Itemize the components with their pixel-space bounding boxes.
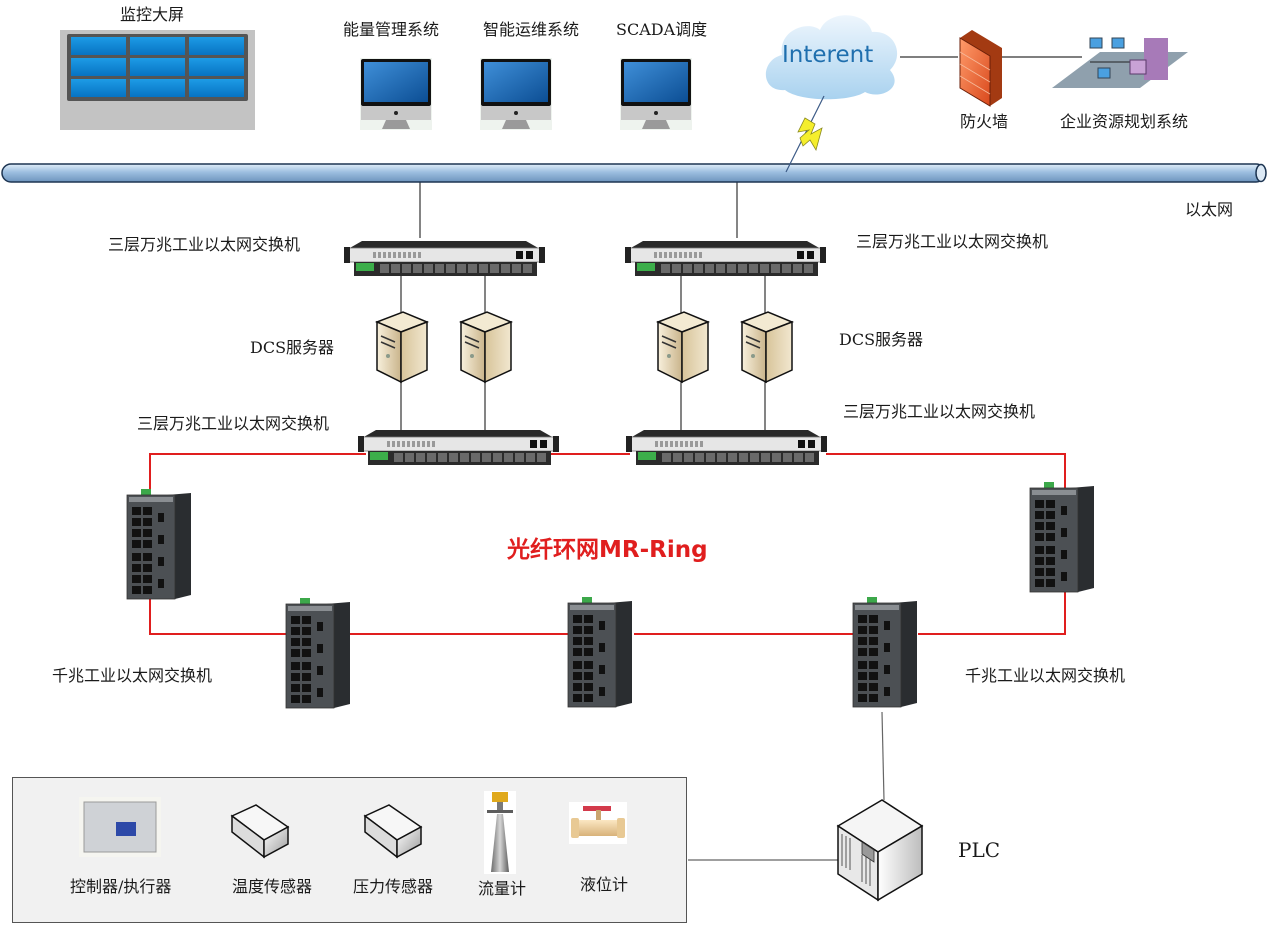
field-device-label-controller: 控制器/执行器 bbox=[70, 877, 172, 896]
monitor-icon bbox=[360, 58, 432, 130]
core-switch-icon bbox=[358, 430, 559, 465]
backbone-label: 以太网 bbox=[1185, 200, 1234, 219]
core-switch-icon bbox=[626, 430, 827, 465]
plc-label: PLC bbox=[958, 838, 1001, 862]
cloud-icon bbox=[765, 15, 898, 100]
ethernet-backbone bbox=[1, 163, 1267, 183]
core-switch-label-upper-left: 三层万兆工业以太网交换机 bbox=[108, 235, 301, 254]
wireless-link-icon bbox=[785, 95, 825, 173]
video-wall-icon bbox=[60, 30, 255, 130]
plc-icon bbox=[836, 799, 924, 902]
enterprise-network-icon bbox=[1052, 37, 1188, 88]
core-switch-label-lower-right: 三层万兆工业以太网交换机 bbox=[843, 402, 1036, 421]
dcs-server-icon bbox=[374, 311, 430, 384]
ring-title: 光纤环网MR-Ring bbox=[507, 537, 708, 563]
dcs-server-icon bbox=[655, 311, 711, 384]
cloud-label: Interent bbox=[782, 42, 874, 68]
workstation-label-ops: 智能运维系统 bbox=[483, 20, 580, 39]
core-switch-label-lower-left: 三层万兆工业以太网交换机 bbox=[137, 414, 330, 433]
access-switch-icon bbox=[126, 489, 191, 600]
monitor-icon bbox=[620, 58, 692, 130]
core-switch-icon bbox=[344, 241, 545, 276]
dcs-server-label-left: DCS服务器 bbox=[250, 338, 335, 357]
field-device-label-pressure: 压力传感器 bbox=[353, 877, 434, 896]
workstation-label-scada: SCADA调度 bbox=[616, 20, 708, 39]
video-wall-label: 监控大屏 bbox=[120, 5, 185, 24]
field-device-label-level: 液位计 bbox=[580, 875, 629, 894]
monitor-icon bbox=[480, 58, 552, 130]
workstation-label-energy: 能量管理系统 bbox=[343, 20, 440, 39]
dcs-server-icon bbox=[458, 311, 514, 384]
dcs-server-icon bbox=[739, 311, 795, 384]
field-device-label-temperature: 温度传感器 bbox=[232, 877, 313, 896]
core-switch-label-upper-right: 三层万兆工业以太网交换机 bbox=[856, 232, 1049, 251]
access-switch-label-right: 千兆工业以太网交换机 bbox=[965, 666, 1126, 685]
core-switch-icon bbox=[625, 241, 826, 276]
firewall-label: 防火墙 bbox=[960, 112, 1009, 131]
field-device-label-flowmeter: 流量计 bbox=[478, 879, 527, 898]
access-switch-label-left: 千兆工业以太网交换机 bbox=[52, 666, 213, 685]
access-switch-icon bbox=[285, 598, 350, 709]
firewall-icon bbox=[959, 30, 1002, 107]
access-switch-icon bbox=[852, 597, 917, 708]
erp-label: 企业资源规划系统 bbox=[1060, 112, 1189, 131]
dcs-server-label-right: DCS服务器 bbox=[839, 330, 924, 349]
access-switch-icon bbox=[567, 597, 632, 708]
access-switch-icon bbox=[1029, 482, 1094, 593]
field-devices-panel bbox=[12, 777, 687, 923]
fiber-ring bbox=[149, 453, 1066, 635]
